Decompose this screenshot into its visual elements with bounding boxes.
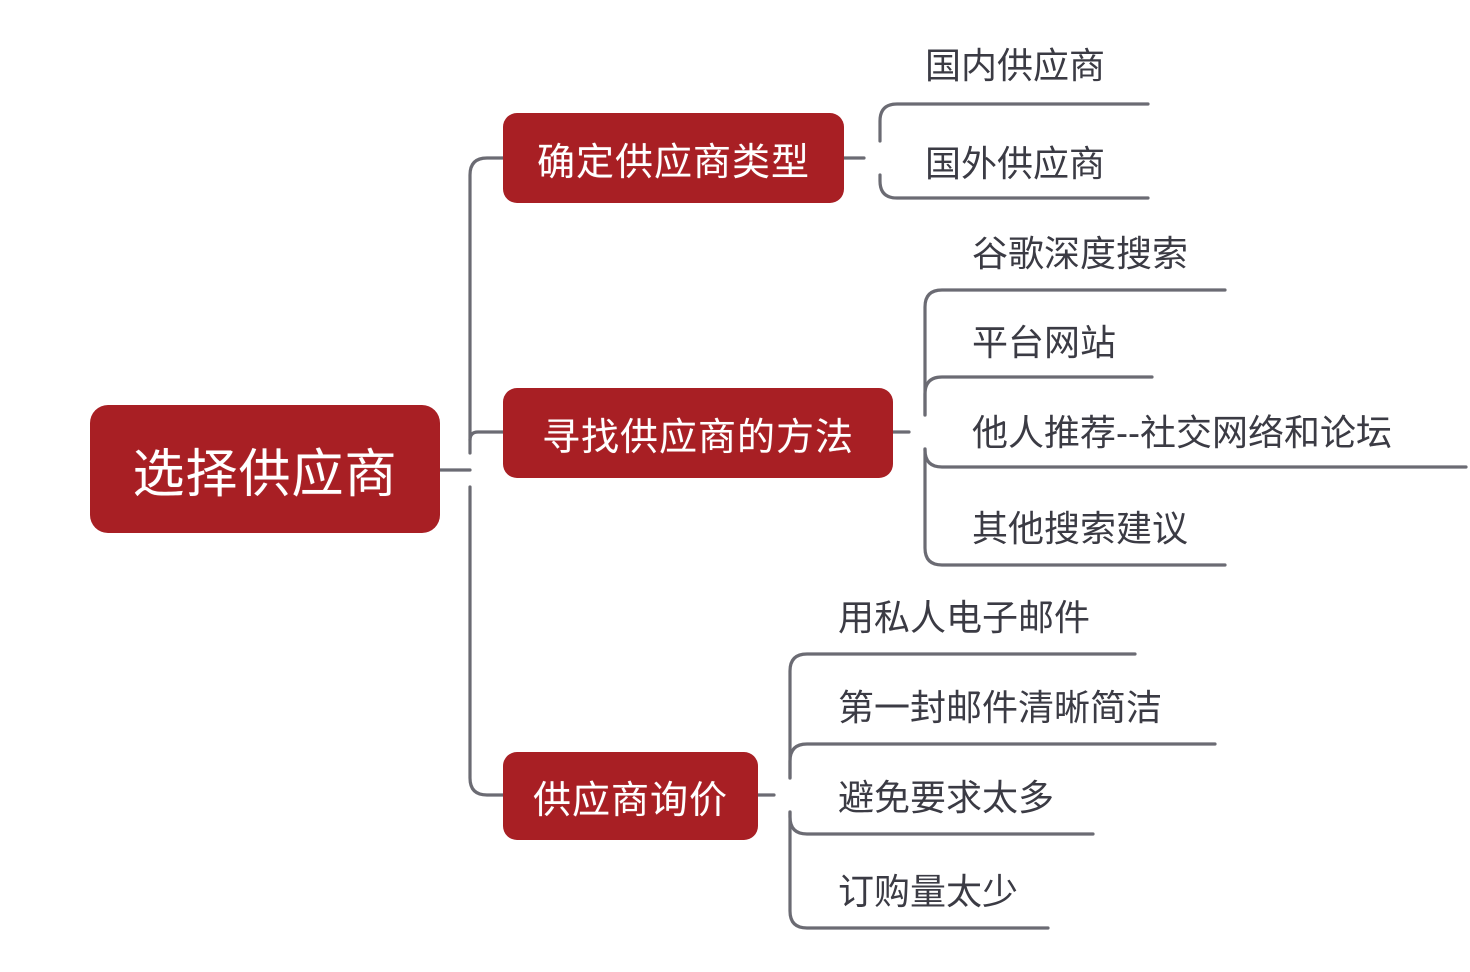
edge-root-to-branch-2 [468, 430, 505, 442]
edge-branch3-child-2 [788, 742, 1217, 780]
leaf-platform-websites[interactable]: 平台网站 [972, 322, 1117, 363]
leaf-referrals-social-networks-forums[interactable]: 他人推荐--社交网络和论坛 [972, 412, 1392, 453]
leaf-foreign-supplier[interactable]: 国外供应商 [925, 143, 1106, 184]
leaf-other-search-suggestions[interactable]: 其他搜索建议 [972, 508, 1189, 549]
branch-node-determine-supplier-type[interactable]: 确定供应商类型 [503, 113, 844, 203]
edge-root-to-branch-3 [468, 485, 505, 797]
root-node[interactable]: 选择供应商 [90, 405, 440, 533]
leaf-domestic-supplier[interactable]: 国内供应商 [925, 45, 1106, 86]
branch-node-supplier-inquiry[interactable]: 供应商询价 [503, 752, 758, 840]
leaf-use-personal-email[interactable]: 用私人电子邮件 [838, 597, 1091, 638]
leaf-order-quantity-too-small[interactable]: 订购量太少 [838, 871, 1019, 912]
leaf-first-email-clear-and-concise[interactable]: 第一封邮件清晰简洁 [838, 687, 1163, 728]
leaf-avoid-too-many-requests[interactable]: 避免要求太多 [838, 777, 1055, 818]
leaf-google-deep-search[interactable]: 谷歌深度搜索 [972, 233, 1189, 274]
branch-node-methods-to-find-suppliers[interactable]: 寻找供应商的方法 [503, 388, 893, 478]
edge-branch1-child-1 [878, 102, 1150, 143]
edge-root-to-branch-1 [468, 156, 505, 455]
edge-branch2-child-2 [923, 375, 1154, 417]
